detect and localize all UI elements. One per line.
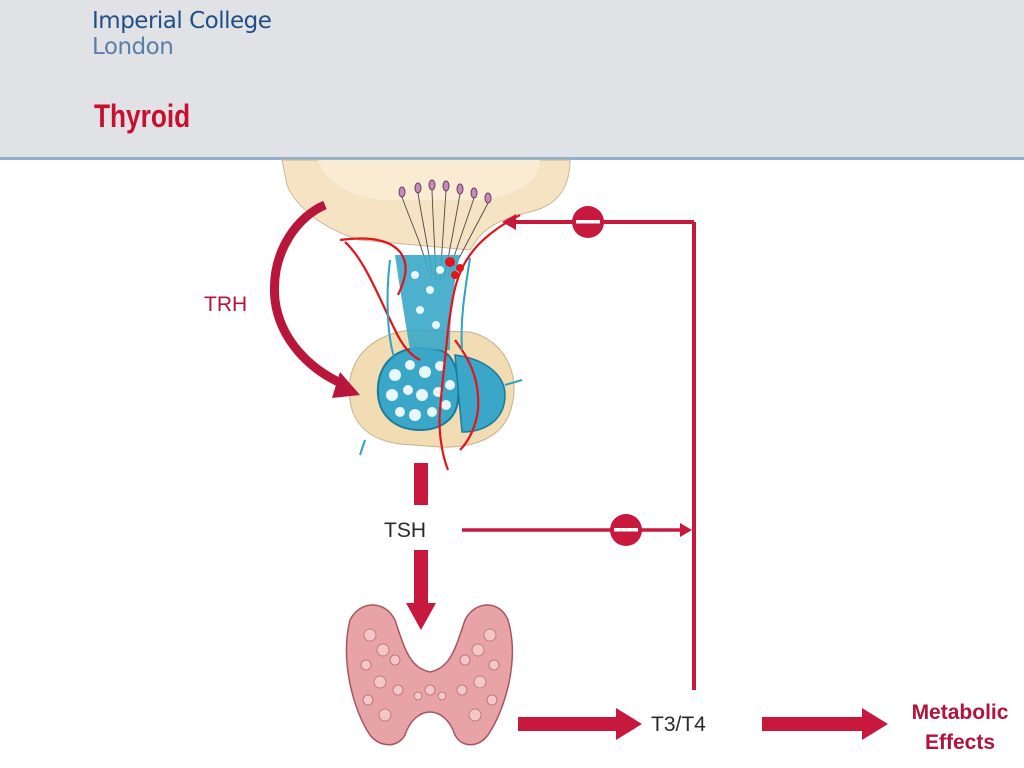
thyroid-illustration bbox=[345, 604, 514, 746]
tsh-label: TSH bbox=[384, 519, 426, 542]
tsh-feedback-arrow bbox=[462, 523, 692, 537]
imperial-college-logo: Imperial College London bbox=[92, 8, 272, 60]
trh-arrow bbox=[269, 200, 360, 398]
minus-circle-icon bbox=[572, 206, 604, 238]
slide-header: Imperial College London Thyroid bbox=[0, 0, 1024, 160]
logo-line2: London bbox=[92, 34, 174, 60]
thyroid-to-t3t4-arrow bbox=[518, 708, 642, 740]
logo-line1: Imperial College bbox=[92, 8, 272, 34]
minus-circle-icon bbox=[610, 514, 642, 546]
t3t4-to-metabolic-arrow bbox=[762, 708, 888, 740]
metabolic-line2: Effects bbox=[924, 731, 996, 754]
metabolic-line1: Metabolic bbox=[911, 701, 1009, 724]
slide-title: Thyroid bbox=[94, 98, 191, 134]
metabolic-effects-label: Metabolic Effects bbox=[902, 698, 1018, 758]
tsh-down-arrow bbox=[406, 463, 436, 630]
pituitary-illustration bbox=[339, 214, 523, 471]
negative-feedback-loop bbox=[502, 214, 696, 690]
t3t4-label: T3/T4 bbox=[651, 713, 706, 736]
hypothalamus-illustration bbox=[281, 159, 571, 281]
trh-label: TRH bbox=[204, 293, 248, 316]
